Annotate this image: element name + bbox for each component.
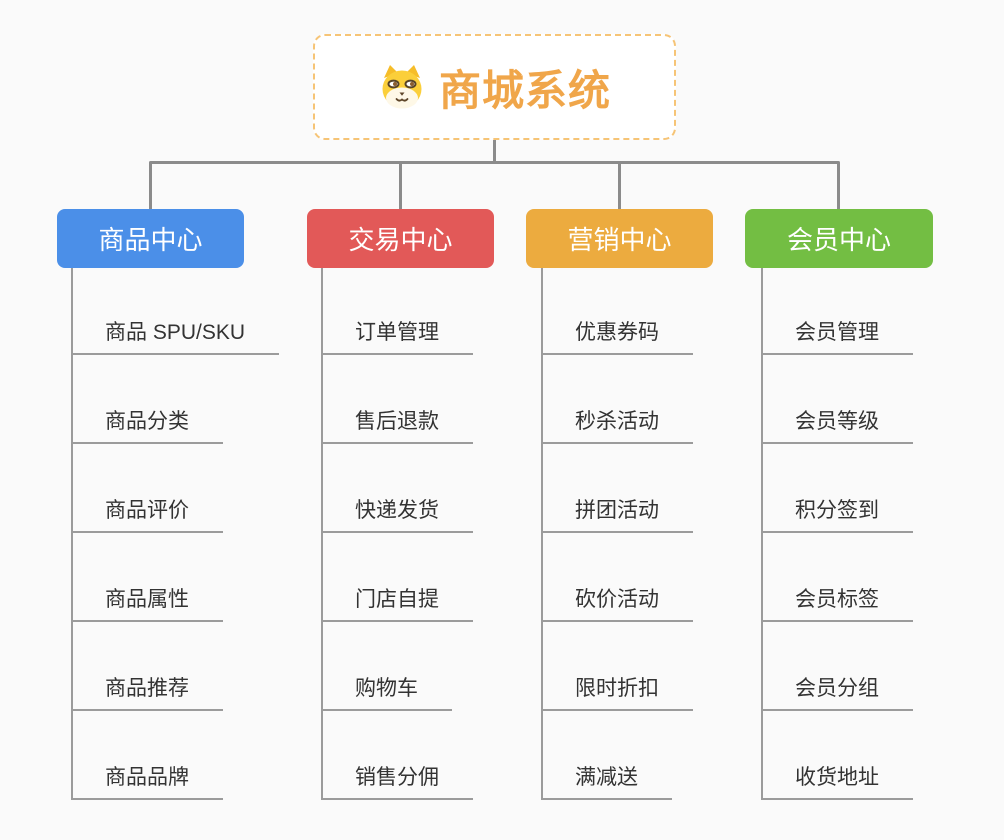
topic-node[interactable]: 满减送 [541, 765, 672, 800]
topic-node[interactable]: 订单管理 [321, 320, 473, 355]
branch-label: 营销中心 [567, 225, 672, 255]
branch-children-member-center: 会员管理 会员等级 积分签到 会员标签 会员分组 收货地址 [761, 268, 991, 800]
branch-node-member-center[interactable]: 会员中心 [745, 209, 933, 268]
topic-node[interactable]: 商品分类 [71, 409, 223, 444]
branch-children-product-center: 商品 SPU/SKU 商品分类 商品评价 商品属性 商品推荐 商品品牌 [71, 268, 301, 800]
connector-horizontal-bar [149, 161, 840, 164]
branch-node-trade-center[interactable]: 交易中心 [307, 209, 494, 268]
branch-spine [71, 268, 73, 800]
connector-drop-2 [399, 163, 402, 209]
branch-label: 商品中心 [98, 225, 203, 255]
branch-spine [761, 268, 763, 800]
topic-node[interactable]: 销售分佣 [321, 765, 473, 800]
topic-node[interactable]: 砍价活动 [541, 587, 693, 622]
branch-node-product-center[interactable]: 商品中心 [57, 209, 244, 268]
connector-root-stem [493, 140, 496, 162]
topic-node[interactable]: 拼团活动 [541, 498, 693, 533]
topic-node[interactable]: 积分签到 [761, 498, 913, 533]
topic-node[interactable]: 快递发货 [321, 498, 473, 533]
topic-node[interactable]: 售后退款 [321, 409, 473, 444]
topic-node[interactable]: 秒杀活动 [541, 409, 693, 444]
topic-node[interactable]: 会员等级 [761, 409, 913, 444]
branch-children-trade-center: 订单管理 售后退款 快递发货 门店自提 购物车 销售分佣 [321, 268, 551, 800]
topic-node[interactable]: 商品推荐 [71, 676, 223, 711]
branch-spine [321, 268, 323, 800]
topic-node[interactable]: 优惠券码 [541, 320, 693, 355]
topic-node[interactable]: 会员分组 [761, 676, 913, 711]
root-title: 商城系统 [438, 66, 611, 114]
topic-node[interactable]: 收货地址 [761, 765, 913, 800]
connector-drop-3 [618, 163, 621, 209]
branch-children-marketing-center: 优惠券码 秒杀活动 拼团活动 砍价活动 限时折扣 满减送 [541, 268, 771, 800]
topic-node[interactable]: 商品 SPU/SKU [71, 320, 280, 355]
topic-node[interactable]: 商品属性 [71, 587, 223, 622]
doge-icon [382, 65, 422, 109]
topic-node[interactable]: 商品评价 [71, 498, 223, 533]
branch-label: 会员中心 [786, 225, 891, 255]
topic-node[interactable]: 会员标签 [761, 587, 913, 622]
connector-drop-4 [837, 163, 840, 209]
topic-node[interactable]: 门店自提 [321, 587, 473, 622]
branch-label: 交易中心 [348, 225, 453, 255]
topic-node[interactable]: 购物车 [321, 676, 452, 711]
connector-drop-1 [149, 163, 152, 209]
root-node[interactable]: 商城系统 [313, 34, 676, 140]
branch-node-marketing-center[interactable]: 营销中心 [526, 209, 713, 268]
topic-node[interactable]: 商品品牌 [71, 765, 223, 800]
branch-spine [541, 268, 543, 800]
topic-node[interactable]: 会员管理 [761, 320, 913, 355]
topic-node[interactable]: 限时折扣 [541, 676, 693, 711]
